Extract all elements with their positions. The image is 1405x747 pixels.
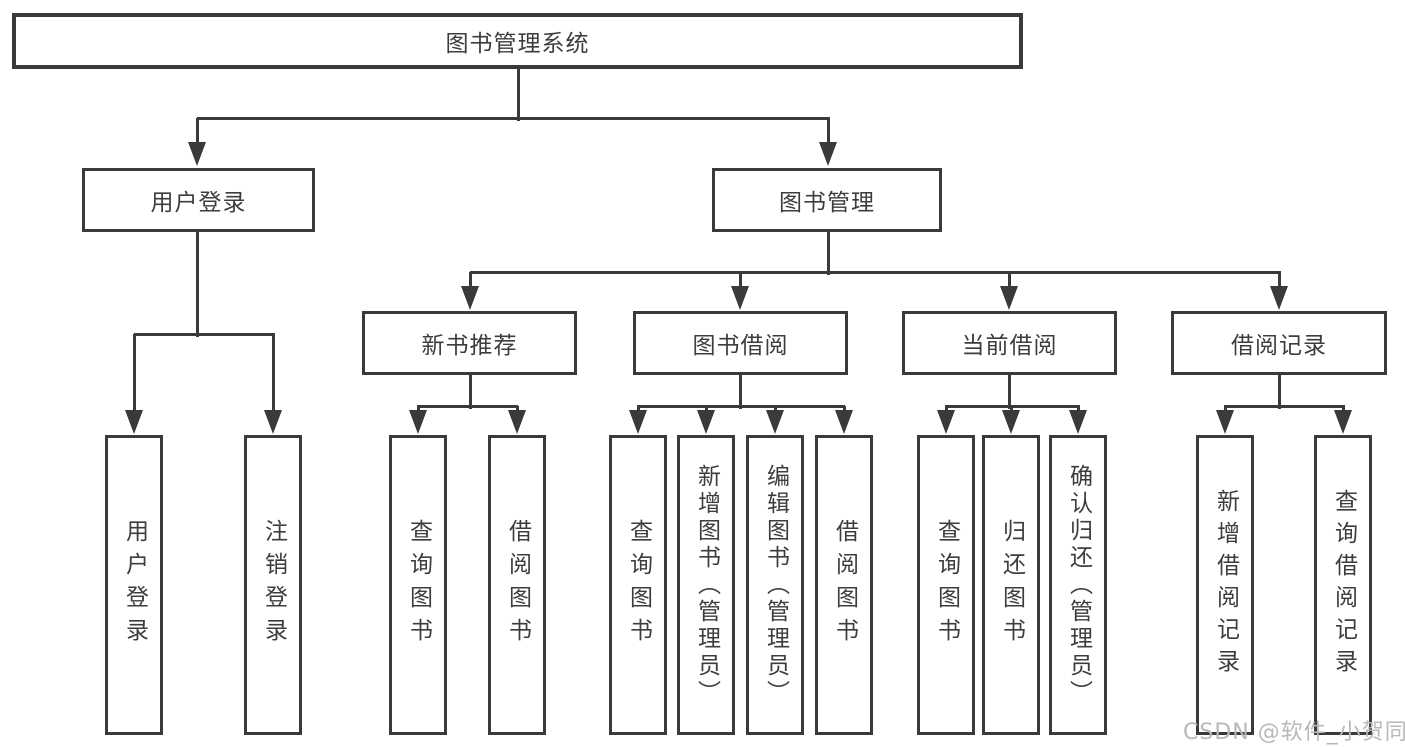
connector-hline	[197, 117, 830, 120]
arrowhead-down-icon	[819, 142, 837, 166]
node-leaf-br-query-record: 查询借阅记录	[1314, 435, 1372, 735]
arrowhead-down-icon	[409, 410, 427, 434]
arrowhead-down-icon	[1002, 410, 1020, 434]
node-leaf-bb-query-book-label: 查询图书	[625, 519, 652, 651]
connector-hline	[470, 271, 1281, 274]
node-leaf-bb-add-book-label: 新增图书（管理员）	[693, 463, 720, 707]
arrowhead-down-icon	[508, 410, 526, 434]
connector-vline	[1008, 272, 1011, 292]
node-leaf-cb-query-book: 查询图书	[917, 435, 975, 735]
connector-vline	[827, 232, 830, 275]
connector-vline	[469, 272, 472, 292]
node-book-borrow: 图书借阅	[633, 311, 848, 375]
connector-hline	[417, 405, 518, 408]
node-leaf-bb-edit-book: 编辑图书（管理员）	[746, 435, 804, 735]
node-root-label: 图书管理系统	[445, 31, 590, 57]
node-leaf-bb-borrow-book: 借阅图书	[815, 435, 873, 735]
node-leaf-rec-borrow-book-label: 借阅图书	[504, 519, 531, 651]
node-root: 图书管理系统	[12, 13, 1023, 69]
node-new-book-rec: 新书推荐	[362, 311, 577, 375]
node-user-login-group-label: 用户登录	[150, 190, 247, 216]
node-book-mgmt-group: 图书管理	[712, 168, 942, 232]
node-leaf-cb-confirm-return-label: 确认归还（管理员）	[1065, 463, 1092, 707]
node-leaf-bb-edit-book-label: 编辑图书（管理员）	[762, 463, 789, 707]
arrowhead-down-icon	[1000, 286, 1018, 310]
node-book-borrow-label: 图书借阅	[692, 333, 789, 359]
connector-hline	[1224, 405, 1345, 408]
arrowhead-down-icon	[264, 410, 282, 434]
node-leaf-br-query-record-label: 查询借阅记录	[1330, 489, 1357, 681]
node-leaf-cb-query-book-label: 查询图书	[933, 519, 960, 651]
node-borrow-record: 借阅记录	[1171, 311, 1387, 375]
connector-vline	[1278, 272, 1281, 292]
connector-vline	[827, 118, 830, 148]
node-new-book-rec-label: 新书推荐	[421, 333, 518, 359]
node-leaf-br-add-record-label: 新增借阅记录	[1212, 489, 1239, 681]
node-leaf-user-login: 用户登录	[105, 435, 163, 735]
arrowhead-down-icon	[1216, 410, 1234, 434]
node-leaf-logout-label: 注销登录	[260, 519, 287, 651]
node-current-borrow-label: 当前借阅	[961, 333, 1058, 359]
node-leaf-rec-query-book: 查询图书	[389, 435, 447, 735]
arrowhead-down-icon	[461, 286, 479, 310]
arrowhead-down-icon	[697, 410, 715, 434]
node-book-mgmt-group-label: 图书管理	[779, 190, 875, 216]
arrowhead-down-icon	[1069, 410, 1087, 434]
node-leaf-rec-query-book-label: 查询图书	[405, 519, 432, 651]
node-leaf-cb-return-book: 归还图书	[982, 435, 1040, 735]
arrowhead-down-icon	[1270, 286, 1288, 310]
node-current-borrow: 当前借阅	[902, 311, 1117, 375]
node-leaf-br-add-record: 新增借阅记录	[1196, 435, 1254, 735]
node-leaf-logout: 注销登录	[244, 435, 302, 735]
node-leaf-bb-borrow-book-label: 借阅图书	[831, 519, 858, 651]
connector-vline	[196, 232, 199, 337]
connector-vline	[196, 118, 199, 148]
arrowhead-down-icon	[731, 286, 749, 310]
connector-vline	[469, 375, 472, 409]
connector-vline	[517, 69, 520, 121]
connector-vline	[1278, 375, 1281, 409]
connector-vline	[739, 272, 742, 292]
node-leaf-bb-query-book: 查询图书	[609, 435, 667, 735]
arrowhead-down-icon	[629, 410, 647, 434]
node-leaf-user-login-label: 用户登录	[121, 519, 148, 651]
arrowhead-down-icon	[766, 410, 784, 434]
csdn-watermark: CSDN @软件_小贺同学	[1183, 720, 1405, 745]
node-user-login-group: 用户登录	[82, 168, 315, 232]
arrowhead-down-icon	[937, 410, 955, 434]
node-leaf-bb-add-book: 新增图书（管理员）	[677, 435, 735, 735]
connector-hline	[945, 405, 1080, 408]
node-leaf-cb-return-book-label: 归还图书	[998, 519, 1025, 651]
node-borrow-record-label: 借阅记录	[1231, 333, 1327, 359]
arrowhead-down-icon	[188, 142, 206, 166]
arrowhead-down-icon	[835, 410, 853, 434]
arrowhead-down-icon	[1334, 410, 1352, 434]
connector-hline	[134, 333, 275, 336]
node-leaf-rec-borrow-book: 借阅图书	[488, 435, 546, 735]
connector-vline	[133, 334, 136, 415]
node-leaf-cb-confirm-return: 确认归还（管理员）	[1049, 435, 1107, 735]
connector-hline	[637, 405, 845, 408]
connector-vline	[272, 334, 275, 415]
connector-vline	[1008, 375, 1011, 409]
arrowhead-down-icon	[125, 410, 143, 434]
connector-vline	[739, 375, 742, 409]
